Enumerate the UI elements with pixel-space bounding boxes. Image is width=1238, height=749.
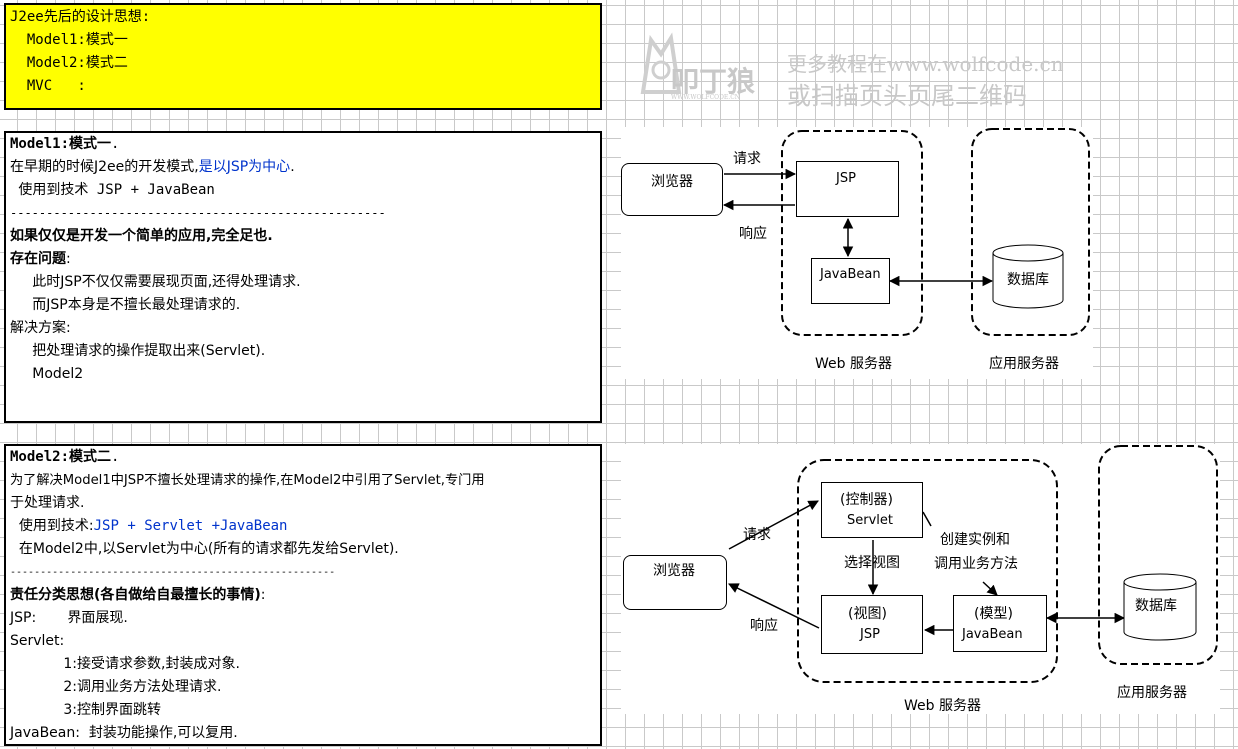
view-jsp-label: JSP — [860, 627, 880, 642]
controller-servlet-label: Servlet — [847, 513, 893, 528]
watermark-logo-text: 叩丁狼 — [671, 65, 756, 98]
model1-problem-heading: 存在问题: — [10, 251, 71, 267]
model1-problem-2: 而JSP本身是不擅长最处理请求的. — [10, 297, 241, 313]
model2-servlet-label: Servlet: — [10, 633, 65, 649]
model1-intro: 在早期的时候J2ee的开发模式,是以JSP为中心. — [10, 159, 295, 175]
controller-label: (控制器) — [840, 492, 893, 508]
response-label-2: 响应 — [750, 618, 778, 634]
model2-intro-1: 为了解决Model1中JSP不擅长处理请求的操作,在Model2中引用了Serv… — [10, 473, 485, 488]
model2-tech: 使用到技术:JSP + Servlet +JavaBean — [10, 518, 288, 534]
overview-mvc: MVC : — [10, 78, 86, 94]
model1-solution-heading: 解决方案: — [10, 320, 71, 336]
create-instance-line — [922, 511, 932, 527]
app-server-boundary — [971, 128, 1090, 336]
select-view-label: 选择视图 — [844, 555, 900, 571]
response-label: 响应 — [739, 226, 767, 242]
app-server-boundary-2 — [1098, 445, 1218, 665]
database-label: 数据库 — [1007, 272, 1049, 288]
database-icon-2 — [1123, 573, 1197, 641]
overview-title: J2ee先后的设计思想: — [10, 9, 151, 25]
model2-diagram: 浏览器 请求 响应 (控制器) Servlet 选择视图 创建实例和 调用业务方… — [621, 444, 1220, 714]
javabean-label: JavaBean — [820, 267, 881, 282]
model1-solution-1: 把处理请求的操作提取出来(Servlet). — [10, 343, 266, 359]
watermark-line2: 或扫描页头页尾二维码 — [787, 82, 1027, 110]
wolf-logo-icon — [640, 32, 682, 94]
model2-responsibility-heading: 责任分类思想(各自做给自最擅长的事情): — [10, 587, 266, 603]
model-node — [953, 595, 1047, 652]
request-label: 请求 — [733, 151, 761, 167]
browser-node — [621, 163, 723, 216]
watermark-logo-sub: WWW.WOLFCODE.CN — [671, 94, 741, 101]
model2-divider: ----------------------------------------… — [10, 567, 336, 578]
model1-diagram: 浏览器 请求 响应 JSP JavaBean 数据库 Web 服务器 应用服务器 — [621, 127, 1093, 379]
view-label: (视图) — [848, 606, 887, 622]
web-server-label-2: Web 服务器 — [904, 698, 981, 714]
response-arrow-2 — [728, 583, 820, 629]
model-javabean-label: JavaBean — [962, 627, 1023, 642]
model2-servlet-role-3: 3:控制界面跳转 — [10, 702, 162, 718]
model2-diagram-lines — [728, 445, 1218, 683]
controller-node — [821, 482, 923, 538]
web-server-boundary — [781, 130, 923, 336]
web-server-label: Web 服务器 — [815, 356, 892, 372]
browser-node-2 — [623, 555, 727, 610]
create-instance-label-2: 调用业务方法 — [934, 556, 1018, 572]
jsp-label: JSP — [836, 171, 856, 186]
model2-center: 在Model2中,以Servlet为中心(所有的请求都先发给Servlet). — [10, 541, 399, 557]
model1-problem-1: 此时JSP不仅仅需要展现页面,还得处理请求. — [10, 274, 301, 290]
model2-title: Model2:模式二. — [10, 449, 120, 465]
browser-label-2: 浏览器 — [653, 563, 695, 579]
model1-title: Model1:模式一. — [10, 136, 120, 152]
model2-jsp-role: JSP: 界面展现. — [10, 610, 128, 626]
web-server-boundary-2 — [797, 459, 1058, 683]
browser-label: 浏览器 — [651, 174, 693, 190]
model1-divider: ----------------------------------------… — [10, 206, 386, 220]
create-instance-arrow — [982, 581, 998, 596]
model1-diagram-lines — [722, 128, 1090, 336]
database-icon — [992, 244, 1064, 309]
watermark: 叩丁狼 WWW.WOLFCODE.CN 更多教程在www.wolfcode.cn… — [635, 22, 1064, 112]
model2-intro-2: 于处理请求. — [10, 495, 85, 511]
model2-javabean-role: JavaBean: 封装功能操作,可以复用. — [10, 725, 238, 741]
overview-model1: Model1:模式一 — [10, 32, 128, 48]
jsp-node — [796, 161, 899, 217]
app-server-label: 应用服务器 — [989, 356, 1059, 372]
request-arrow-2 — [728, 500, 819, 550]
create-instance-label-1: 创建实例和 — [940, 532, 1010, 548]
watermark-line1: 更多教程在www.wolfcode.cn — [787, 52, 1064, 76]
overview-box: J2ee先后的设计思想: Model1:模式一 Model2:模式二 MVC : — [4, 3, 602, 110]
model1-box: Model1:模式一. 在早期的时候J2ee的开发模式,是以JSP为中心. 使用… — [4, 131, 602, 423]
view-node — [821, 595, 923, 654]
model1-solution-2: Model2 — [10, 366, 84, 382]
model1-tech: 使用到技术 JSP + JavaBean — [10, 182, 215, 198]
app-server-label-2: 应用服务器 — [1117, 685, 1187, 701]
javabean-node — [811, 258, 890, 304]
model2-box: Model2:模式二. 为了解决Model1中JSP不擅长处理请求的操作,在Mo… — [4, 444, 602, 746]
model1-simple-app: 如果仅仅是开发一个简单的应用,完全足也. — [10, 228, 273, 244]
request-label-2: 请求 — [743, 527, 771, 543]
model2-servlet-role-1: 1:接受请求参数,封装成对象. — [10, 656, 240, 672]
model2-servlet-role-2: 2:调用业务方法处理请求. — [10, 679, 222, 695]
database-label-2: 数据库 — [1135, 598, 1177, 614]
overview-model2: Model2:模式二 — [10, 55, 128, 71]
model-label: (模型) — [974, 606, 1013, 622]
